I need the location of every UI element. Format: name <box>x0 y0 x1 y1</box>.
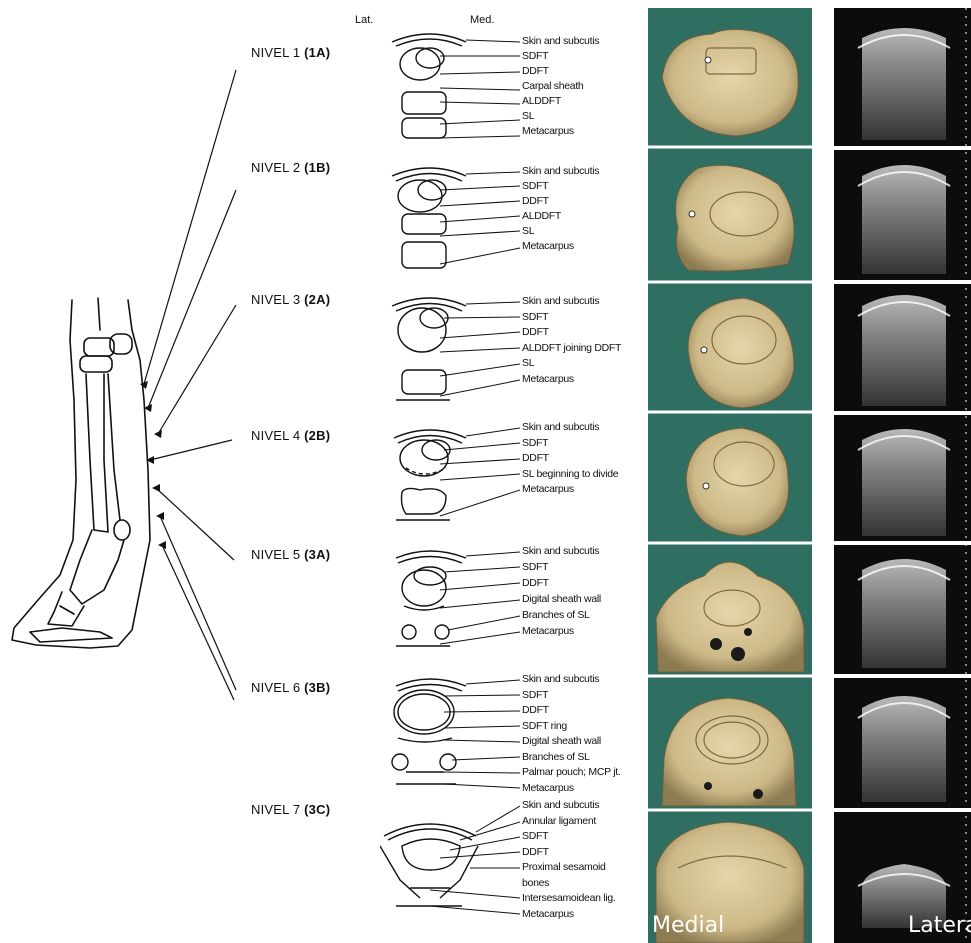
cross-section-schematics <box>380 20 520 940</box>
label: SL beginning to divide <box>522 469 618 485</box>
nivel-5-label: NIVEL 5 (3A) <box>251 547 330 562</box>
label: Intersesamoidean lig. <box>522 893 616 909</box>
label: DDFT <box>522 196 599 211</box>
label: DDFT <box>522 705 621 721</box>
label: Proximal sesamoid <box>522 862 616 878</box>
ultrasound-5 <box>862 559 946 668</box>
ultrasound-2 <box>862 165 946 274</box>
label: Carpal sheath <box>522 81 599 96</box>
label: Branches of SL <box>522 752 621 768</box>
label: Skin and subcutis <box>522 296 621 312</box>
labels-level-3: Skin and subcutis SDFT DDFT ALDDFT joini… <box>522 296 621 389</box>
label: Metacarpus <box>522 241 599 256</box>
section-photo-1 <box>662 29 798 136</box>
ultrasound-images <box>834 8 971 943</box>
label: SDFT <box>522 181 599 196</box>
nivel-7-label: NIVEL 7 (3C) <box>251 802 330 817</box>
section-photo-2 <box>676 165 795 271</box>
photo-sections <box>648 8 812 943</box>
labels-level-7: Skin and subcutis Annular ligament SDFT … <box>522 800 616 924</box>
label: DDFT <box>522 847 616 863</box>
lateral-caption: Latera <box>908 913 971 938</box>
section-photo-6 <box>662 698 796 806</box>
label: Skin and subcutis <box>522 36 599 51</box>
label: SL <box>522 358 621 374</box>
nivel-2-label: NIVEL 2 (1B) <box>251 160 330 175</box>
label: SDFT <box>522 438 618 454</box>
label: Palmar pouch; MCP jt. <box>522 767 621 783</box>
label: Branches of SL <box>522 610 601 626</box>
label: SL <box>522 226 599 241</box>
label: Metacarpus <box>522 484 618 500</box>
label: SDFT <box>522 831 616 847</box>
label: bones <box>522 878 616 894</box>
label: DDFT <box>522 66 599 81</box>
label: Skin and subcutis <box>522 166 599 181</box>
label: DDFT <box>522 327 621 343</box>
lateral-header: Lat. <box>355 14 373 26</box>
label: Skin and subcutis <box>522 800 616 816</box>
medial-caption: Medial <box>652 913 724 938</box>
nivel-4-label: NIVEL 4 (2B) <box>251 428 330 443</box>
labels-level-6: Skin and subcutis SDFT DDFT SDFT ring Di… <box>522 674 621 798</box>
label: ALDDFT joining DDFT <box>522 343 621 359</box>
ultrasound-6 <box>862 696 946 802</box>
pointer-lines-lower <box>140 0 240 943</box>
labels-level-4: Skin and subcutis SDFT DDFT SL beginning… <box>522 422 618 500</box>
label: Metacarpus <box>522 126 599 141</box>
label: DDFT <box>522 453 618 469</box>
label: Digital sheath wall <box>522 736 621 752</box>
label: Digital sheath wall <box>522 594 601 610</box>
section-photo-5 <box>656 562 804 672</box>
ultrasound-4 <box>862 429 946 536</box>
label: SDFT <box>522 51 599 66</box>
section-photo-4 <box>686 428 789 536</box>
ultrasound-1 <box>862 28 946 140</box>
nivel-3-label: NIVEL 3 (2A) <box>251 292 330 307</box>
ultrasound-3 <box>862 295 946 406</box>
label: Skin and subcutis <box>522 674 621 690</box>
label: SDFT <box>522 312 621 328</box>
nivel-1-label: NIVEL 1 (1A) <box>251 45 330 60</box>
label: SDFT ring <box>522 721 621 737</box>
labels-level-1: Skin and subcutis SDFT DDFT Carpal sheat… <box>522 36 599 141</box>
label: Metacarpus <box>522 909 616 925</box>
label: SDFT <box>522 690 621 706</box>
label: ALDDFT <box>522 96 599 111</box>
label: DDFT <box>522 578 601 594</box>
label: SDFT <box>522 562 601 578</box>
nivel-6-label: NIVEL 6 (3B) <box>251 680 330 695</box>
labels-level-2: Skin and subcutis SDFT DDFT ALDDFT SL Me… <box>522 166 599 256</box>
label: ALDDFT <box>522 211 599 226</box>
label: Annular ligament <box>522 816 616 832</box>
label: Skin and subcutis <box>522 546 601 562</box>
label: SL <box>522 111 599 126</box>
label: Skin and subcutis <box>522 422 618 438</box>
label: Metacarpus <box>522 783 621 799</box>
label: Metacarpus <box>522 374 621 390</box>
labels-level-5: Skin and subcutis SDFT DDFT Digital shea… <box>522 546 601 642</box>
label: Metacarpus <box>522 626 601 642</box>
